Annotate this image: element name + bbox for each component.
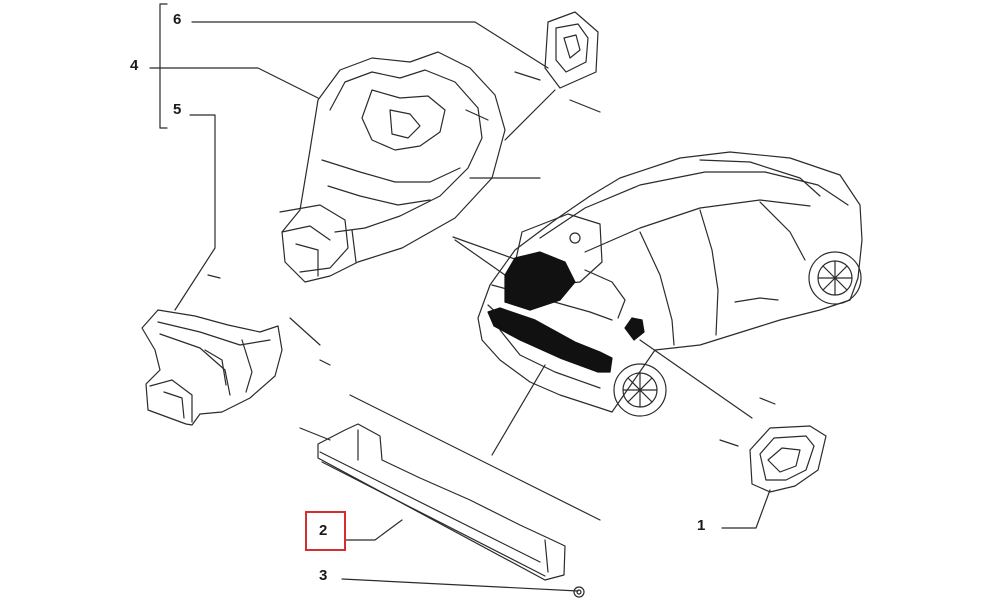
cut-line-5b bbox=[289, 317, 321, 346]
pointer-line-wheelhouse bbox=[504, 89, 556, 141]
cut-line-1b bbox=[759, 397, 776, 405]
part-2-crossmember bbox=[317, 423, 566, 581]
cut-line-2a bbox=[349, 394, 601, 521]
car-highlight-parts bbox=[487, 251, 645, 373]
car-fill-wheelhouse bbox=[504, 251, 576, 311]
leader-line-1 bbox=[721, 489, 771, 529]
pointer-line-inner bbox=[454, 239, 506, 276]
part-6-bracket bbox=[544, 11, 599, 89]
car-fill-cup bbox=[624, 317, 645, 341]
cut-line-6 bbox=[514, 71, 541, 81]
part-3-nut bbox=[573, 586, 585, 598]
leader-line-5 bbox=[174, 114, 216, 311]
leader-line-3 bbox=[341, 578, 579, 592]
car-rear-wheel bbox=[613, 363, 667, 417]
callout-3[interactable]: 3 bbox=[319, 567, 328, 584]
callout-1[interactable]: 1 bbox=[697, 517, 706, 534]
group-bracket-4 bbox=[159, 3, 168, 129]
leader-line-4 bbox=[149, 67, 319, 99]
part-1-cup bbox=[749, 425, 827, 493]
callout-6[interactable]: 6 bbox=[173, 11, 182, 28]
callout-4[interactable]: 4 bbox=[130, 57, 139, 74]
car-front-wheel bbox=[808, 251, 862, 305]
callout-5[interactable]: 5 bbox=[173, 101, 182, 118]
cut-line-1a bbox=[719, 439, 739, 447]
cut-line-6b bbox=[569, 99, 601, 113]
cut-line-5a bbox=[207, 274, 221, 279]
callout-2[interactable]: 2 bbox=[319, 522, 328, 539]
part-4-wheelhouse bbox=[279, 51, 506, 283]
car-fill-crossmember bbox=[487, 307, 613, 373]
part-5-bracket bbox=[141, 309, 283, 426]
cut-line-5c bbox=[319, 359, 331, 366]
pointer-line-crossmember bbox=[491, 364, 546, 456]
pointer-line-cup bbox=[639, 339, 753, 419]
leader-line-6 bbox=[191, 21, 549, 69]
cut-line-2b bbox=[299, 427, 331, 441]
selected-part-highlight bbox=[305, 511, 346, 551]
leader-line-2 bbox=[344, 519, 403, 541]
